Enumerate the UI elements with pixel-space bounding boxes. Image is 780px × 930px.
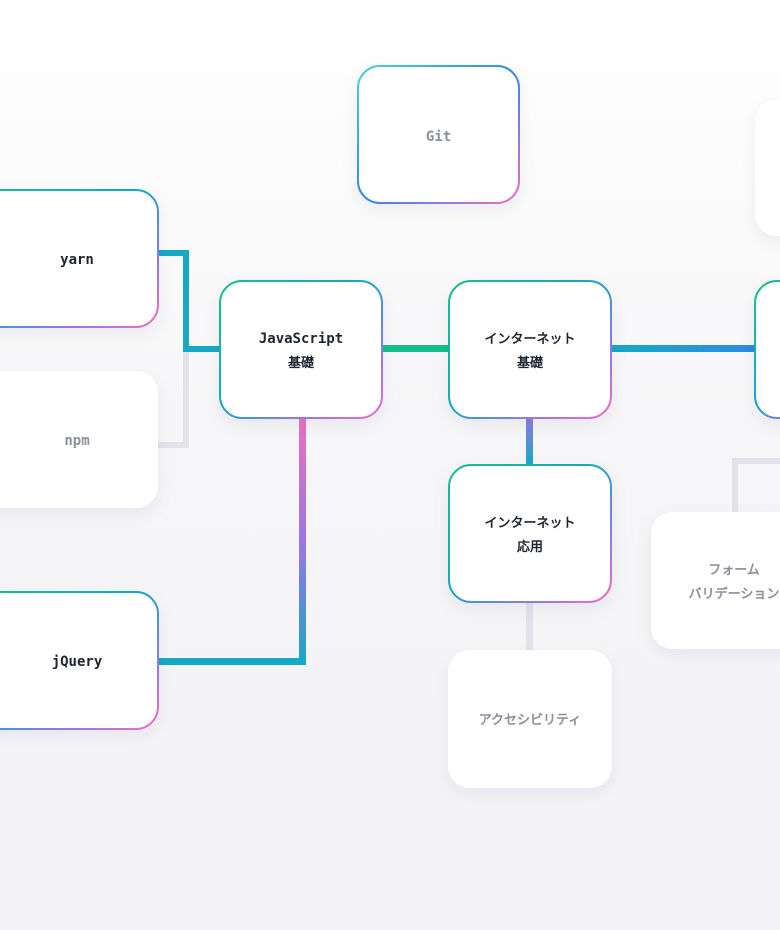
node-npm[interactable]: npm xyxy=(0,371,158,508)
connector-applied-accessibility xyxy=(526,602,533,650)
connector-yarn-javascript xyxy=(158,250,220,352)
connector-internet-right xyxy=(611,345,755,352)
node-right-top-partial[interactable] xyxy=(755,100,780,236)
node-yarn[interactable]: yarn xyxy=(0,189,159,328)
connector-javascript-internet xyxy=(382,345,449,352)
node-javascript-basics[interactable]: JavaScript 基礎 xyxy=(219,280,383,419)
node-jquery[interactable]: jQuery xyxy=(0,591,159,730)
node-internet-basics-label-line1: インターネット xyxy=(484,332,575,347)
connector-javascript-jquery-vertical xyxy=(299,418,306,665)
node-form-validation[interactable]: フォーム バリデーション xyxy=(651,512,780,649)
node-form-validation-label-line1: フォーム xyxy=(708,563,760,578)
node-internet-basics[interactable]: インターネット 基礎 xyxy=(448,280,612,419)
node-npm-label: npm xyxy=(64,433,89,449)
node-jquery-label: jQuery xyxy=(52,654,103,670)
node-internet-applied-label-line1: インターネット xyxy=(484,516,575,531)
node-accessibility-label: アクセシビリティ xyxy=(479,712,582,728)
node-form-validation-label-line2: バリデーション xyxy=(689,586,780,602)
connector-form-validation xyxy=(732,458,780,512)
connector-javascript-jquery-horizontal xyxy=(158,658,306,665)
connector-npm xyxy=(158,349,189,448)
node-internet-basics-label-line2: 基礎 xyxy=(516,355,544,371)
node-javascript-label-line2: 基礎 xyxy=(287,355,315,371)
connector-internet-basics-applied xyxy=(526,418,533,465)
node-right-active-partial[interactable] xyxy=(754,280,780,419)
node-internet-applied[interactable]: インターネット 応用 xyxy=(448,464,612,603)
node-internet-applied-label-line2: 応用 xyxy=(517,539,543,555)
node-git-label: Git xyxy=(426,129,451,145)
node-javascript-label-line1: JavaScript xyxy=(259,331,343,347)
node-yarn-label: yarn xyxy=(60,252,94,268)
node-accessibility[interactable]: アクセシビリティ xyxy=(448,650,612,788)
node-git[interactable]: Git xyxy=(357,65,520,204)
